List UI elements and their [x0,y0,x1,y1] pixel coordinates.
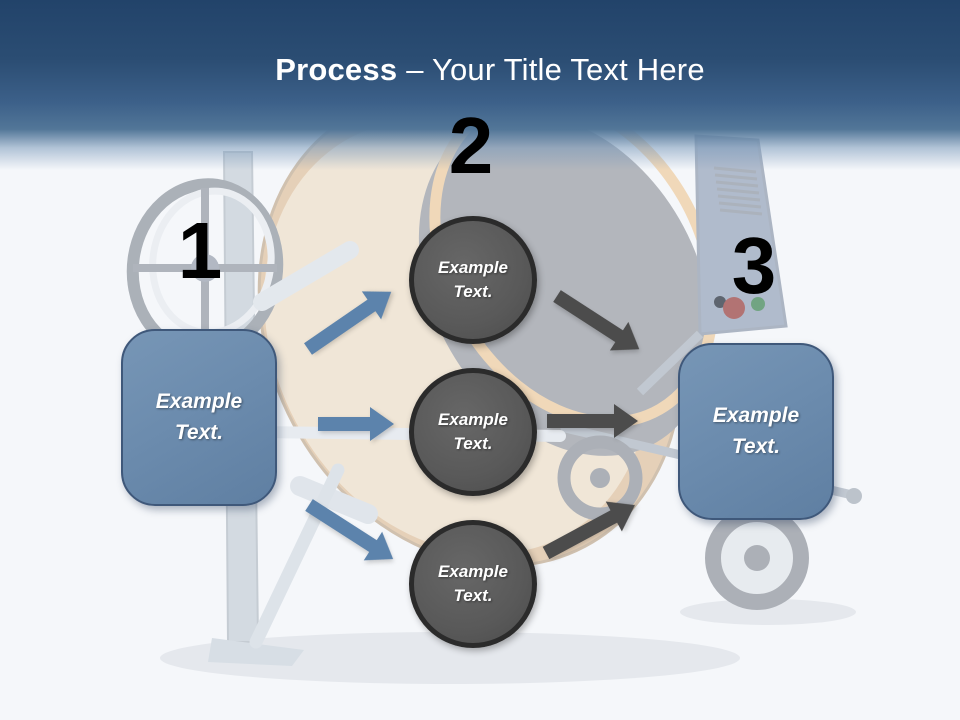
step-number-3[interactable]: 3 [731,221,777,310]
process-circle-2[interactable]: Example Text. [409,368,537,496]
gray-arrow-down-right[interactable] [548,282,649,364]
step-number-2[interactable]: 2 [448,101,494,190]
gray-arrow-up-right[interactable] [538,490,643,568]
process-circle-3-label: Example Text. [438,562,508,605]
blue-arrow-down-right[interactable] [300,491,403,574]
step-number-1[interactable]: 1 [177,206,223,295]
process-box-right[interactable]: Example Text. [678,343,834,520]
gray-arrow-right[interactable] [547,404,638,438]
process-circle-3[interactable]: Example Text. [409,520,537,648]
process-box-left-label: Example Text. [155,390,243,444]
process-box-left[interactable]: Example Text. [121,329,277,506]
mixer-buttons [714,296,765,319]
process-box-right-label: Example Text. [712,404,800,458]
process-circle-1[interactable]: Example Text. [409,216,537,344]
process-circle-1-label: Example Text. [438,258,508,301]
process-circle-2-label: Example Text. [438,410,508,453]
blue-arrow-up-right[interactable] [298,278,400,363]
blue-arrow-right[interactable] [318,407,394,441]
